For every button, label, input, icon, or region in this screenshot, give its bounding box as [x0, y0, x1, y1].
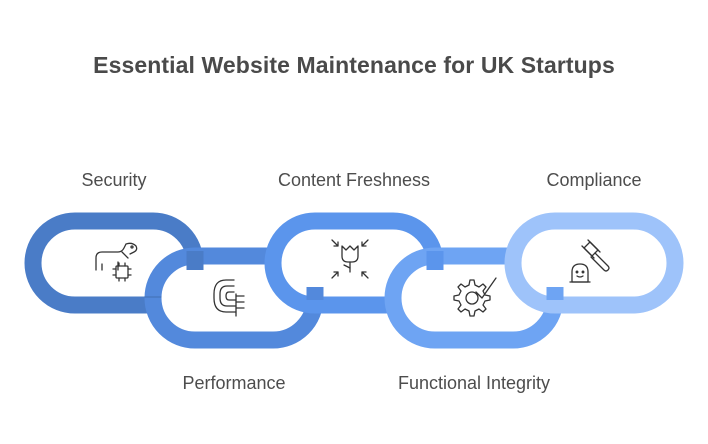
chain-link-compliance	[504, 212, 684, 314]
label-functional-integrity: Functional Integrity	[397, 373, 551, 393]
gear-check-icon	[453, 277, 497, 317]
dog-chip-icon	[95, 242, 138, 282]
label-content-freshness: Content Freshness	[277, 170, 431, 190]
gavel-icon	[569, 239, 610, 283]
diagram-title: Essential Website Maintenance for UK Sta…	[93, 52, 615, 78]
label-performance: Performance	[182, 373, 286, 393]
racetrack-icon	[213, 279, 245, 317]
flower-arrows-icon	[331, 239, 369, 279]
label-compliance: Compliance	[546, 170, 642, 190]
label-security: Security	[81, 170, 147, 190]
